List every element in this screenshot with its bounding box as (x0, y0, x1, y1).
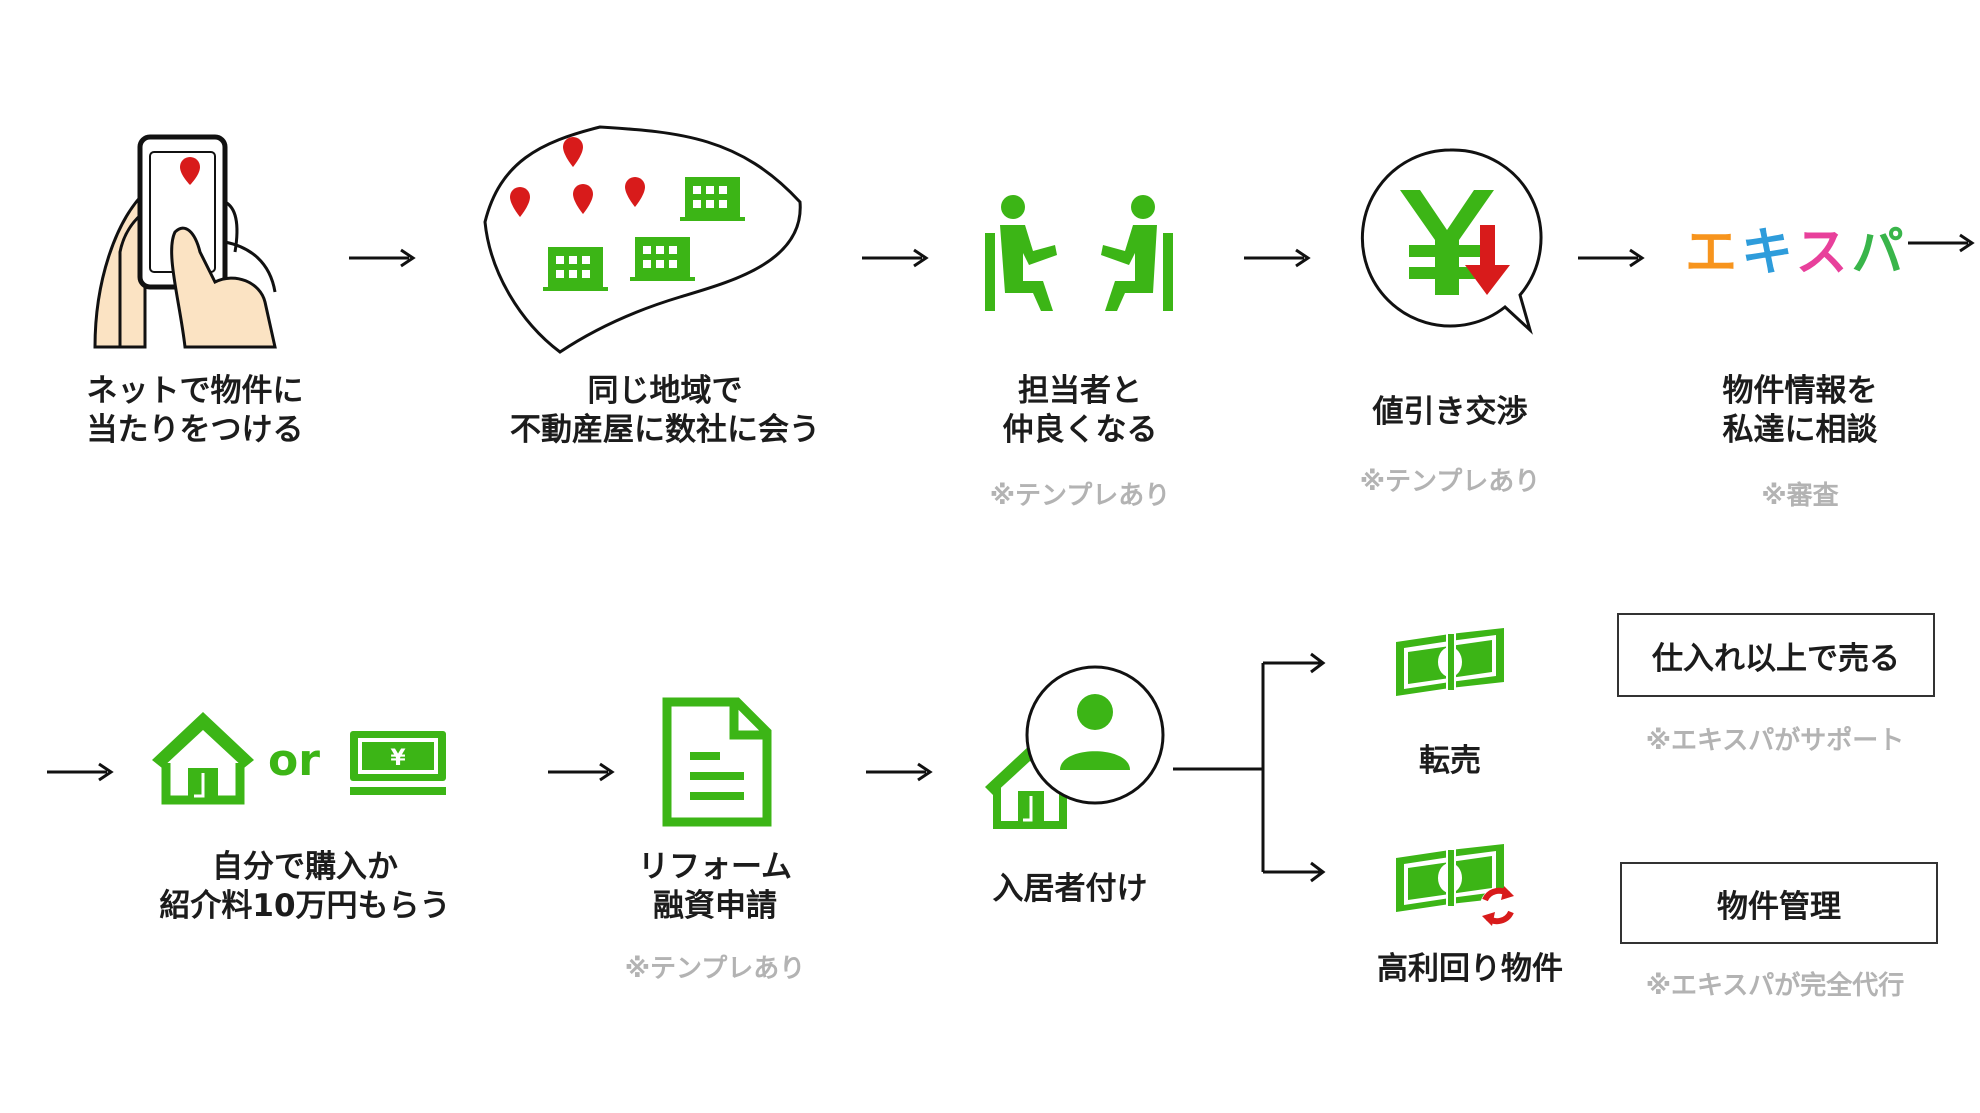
or-text: or (268, 735, 320, 786)
step-visit-agents: 同じ地域で不動産屋に数社に会う (510, 373, 820, 448)
tenant-icon (985, 665, 1165, 829)
step-find-tenant: 入居者付け (992, 871, 1148, 907)
document-icon (662, 697, 772, 827)
expa-support-note: ※エキスパがサポート (1645, 726, 1905, 756)
template-note: ※テンプレあり (989, 481, 1171, 511)
resale-label: 転売 (1419, 743, 1481, 779)
brand-char: ス (1795, 223, 1852, 283)
property-management-box: 物件管理 (1620, 862, 1938, 944)
arrow-icon (1244, 248, 1311, 268)
area-map-icon (483, 125, 802, 354)
arrow-icon (866, 762, 933, 782)
phone-search-icon (93, 134, 277, 349)
step-befriend-agent: 担当者と仲良くなる (1002, 373, 1158, 448)
step-consult-us: 物件情報を私達に相談 (1722, 373, 1878, 448)
brand-char: エ (1685, 223, 1742, 283)
meeting-icon (985, 195, 1173, 311)
arrow-icon (548, 762, 615, 782)
arrow-icon (349, 248, 416, 268)
high-yield-label: 高利回り物件 (1377, 951, 1563, 987)
brand-char: パ (1851, 223, 1908, 283)
arrow-icon (862, 248, 929, 268)
house-icon (152, 712, 254, 805)
brand-char: キ (1741, 223, 1796, 283)
cash-icon (1396, 628, 1504, 696)
cash-cycle-icon (1396, 844, 1516, 926)
arrow-icon (1908, 233, 1975, 253)
step-net-search: ネットで物件に当たりをつける (86, 373, 304, 448)
step-purchase-or-fee: 自分で購入か紹介料10万円もらう (159, 849, 451, 924)
expa-full-service-note: ※エキスパが完全代行 (1645, 971, 1905, 1001)
template-note: ※テンプレあり (624, 954, 806, 984)
brand-logo: エキスパ (1685, 210, 1908, 285)
bill-symbol: ¥ (390, 746, 406, 771)
step-renovation-loan: リフォーム融資申請 (637, 849, 793, 924)
branch-connector-icon (1173, 652, 1326, 883)
arrow-icon (1578, 248, 1645, 268)
yen-down-icon (1360, 148, 1543, 335)
screening-note: ※審査 (1761, 481, 1839, 511)
arrow-icon (47, 762, 114, 782)
template-note: ※テンプレあり (1359, 467, 1541, 497)
step-price-negotiation: 値引き交渉 (1372, 394, 1528, 430)
sell-above-cost-box: 仕入れ以上で売る (1617, 613, 1935, 697)
yen-bill-icon: ¥ (350, 731, 446, 795)
